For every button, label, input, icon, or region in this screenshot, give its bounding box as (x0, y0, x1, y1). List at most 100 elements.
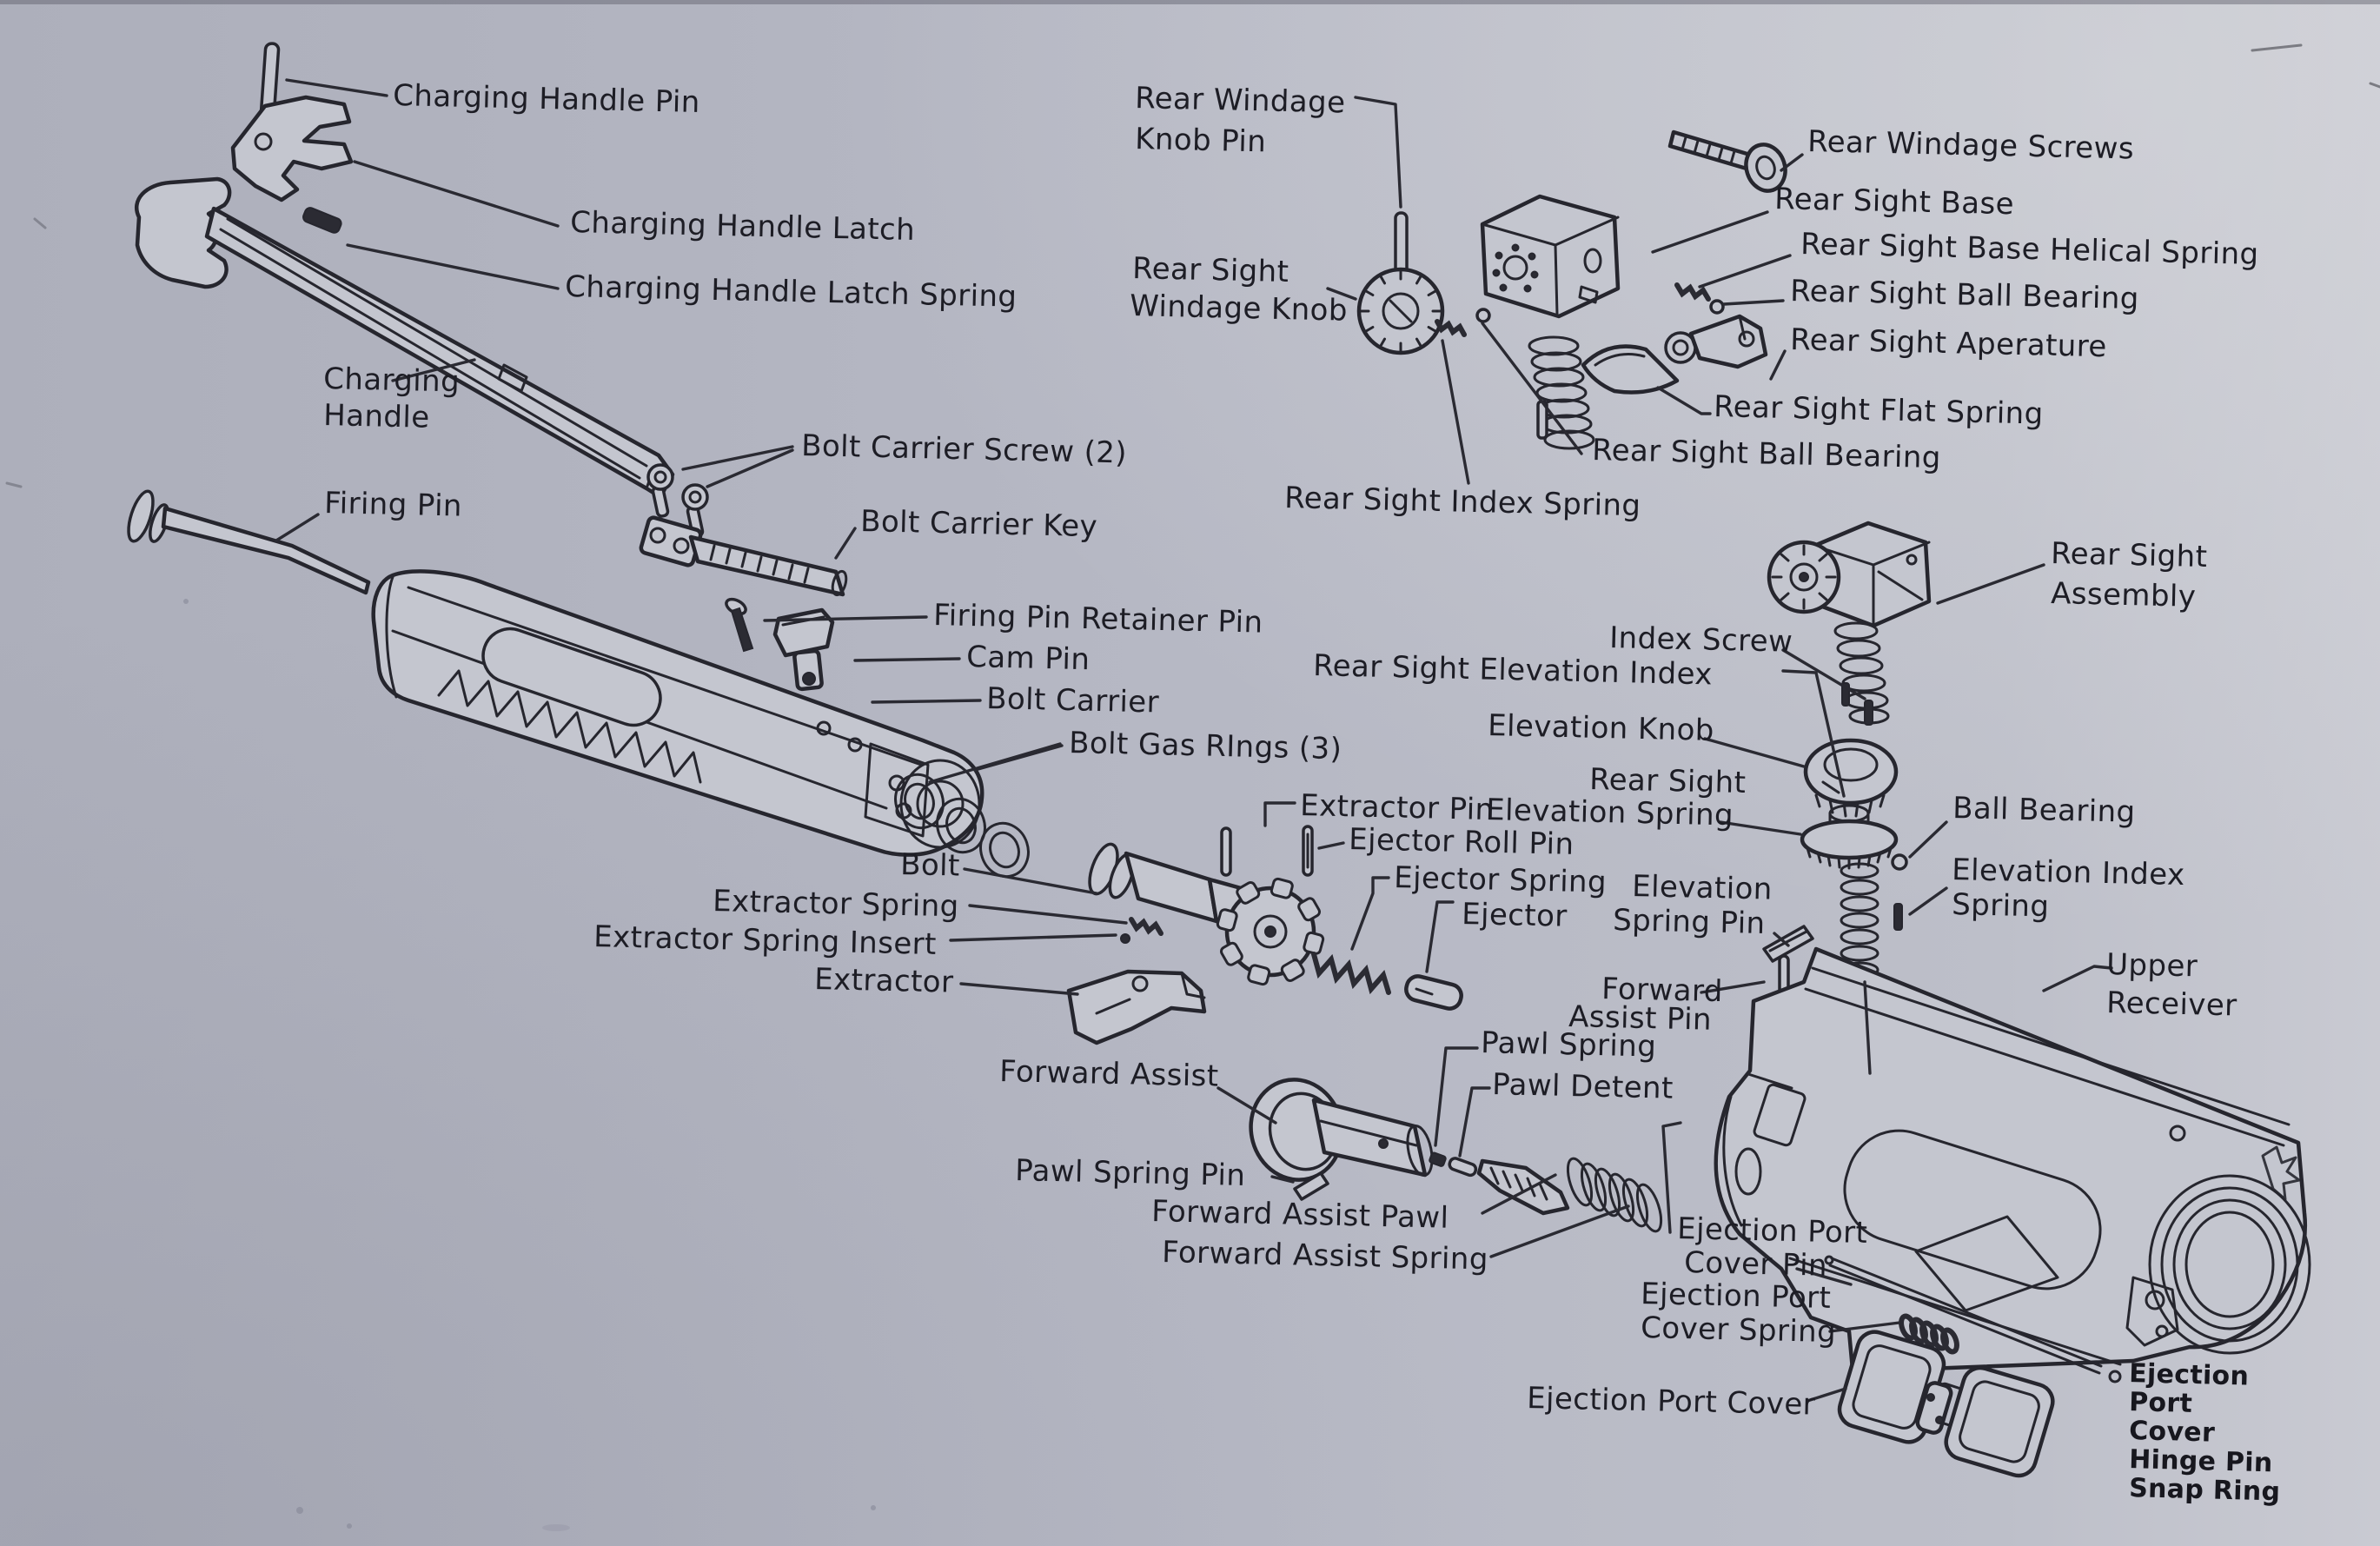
label-forward-assist-pin-1: Forward (1601, 972, 1723, 1009)
receiver-thread-collar-drawing (2148, 1174, 2311, 1355)
label-upper-receiver-1: Upper (2106, 947, 2198, 984)
label-rear-sight-flat-spring: Rear Sight Flat Spring (1714, 389, 2044, 432)
label-forward-assist: Forward Assist (999, 1054, 1219, 1094)
firing-pin-drawing (127, 489, 371, 595)
label-ejection-port-cover-spring-2: Cover Spring (1641, 1310, 1837, 1350)
pawl-detent-drawing (1448, 1157, 1478, 1178)
label-rear-sight-index-spring: Rear Sight Index Spring (1284, 481, 1641, 523)
label-elevation-index-spring-2: Spring (1952, 887, 2050, 925)
label-rear-windage-knob-pin-2: Knob Pin (1135, 122, 1267, 159)
label-elevation-spring-pin-1: Elevation (1632, 869, 1773, 907)
label-elevation-spring-pin-2: Spring Pin (1613, 903, 1766, 941)
labels: Charging Handle Pin Charging Handle Latc… (323, 78, 2281, 1508)
rear-sight-base-drawing (1480, 194, 1621, 450)
label-ep-cover-hinge-pin-snap-ring-5: Snap Ring (2129, 1473, 2281, 1508)
rear-sight-ball-bearing-upper-drawing (1709, 299, 1725, 315)
label-extractor-spring-insert: Extractor Spring Insert (593, 919, 937, 962)
label-charging-handle-pin: Charging Handle Pin (393, 78, 700, 120)
paper-specks (5, 43, 2380, 1531)
elevation-knob-drawing (1803, 738, 1899, 818)
bolt-carrier-drawing (371, 569, 984, 857)
extractor-pin-drawing (1220, 826, 1232, 877)
label-bolt-carrier-screw: Bolt Carrier Screw (2) (801, 428, 1128, 470)
rear-sight-aperature-drawing (1664, 314, 1768, 369)
label-extractor-spring: Extractor Spring (713, 884, 959, 924)
charging-handle-latch-spring-drawing (302, 207, 342, 234)
label-ejector-spring: Ejector Spring (1394, 860, 1608, 900)
label-rear-sight-elevation-spring-1: Rear Sight (1589, 762, 1747, 800)
forward-assist-drawing (1249, 1078, 1434, 1182)
label-rear-windage-knob-pin-1: Rear Windage (1135, 81, 1346, 120)
label-ep-cover-hinge-pin-snap-ring-2: Port (2129, 1387, 2193, 1419)
label-ejector: Ejector (1462, 897, 1568, 934)
label-rear-sight-elevation-spring-2: Elevation Spring (1486, 793, 1734, 833)
label-rear-sight-windage-knob-2: Windage Knob (1130, 289, 1348, 328)
ejector-spring-drawing (1311, 952, 1391, 995)
label-rear-sight-base: Rear Sight Base (1774, 182, 2015, 222)
bolt-carrier-key-drawing (639, 515, 848, 597)
label-ejector-roll-pin: Ejector Roll Pin (1349, 822, 1575, 862)
label-forward-assist-pin-2: Assist Pin (1568, 999, 1713, 1038)
rear-sight-ball-bearing-lower-drawing (1475, 308, 1491, 323)
pawl-spring-drawing (1429, 1151, 1447, 1167)
label-firing-pin-retainer-pin: Firing Pin Retainer Pin (933, 598, 1263, 640)
rear-sight-base-spring-drawing (1528, 335, 1595, 450)
ejector-drawing (1404, 974, 1463, 1011)
label-rear-sight-aperature: Rear Sight Aperature (1790, 322, 2107, 364)
leader-lines (275, 78, 2113, 1403)
rear-windage-screw-drawing (1667, 129, 1787, 193)
label-ball-bearing: Ball Bearing (1952, 791, 2136, 830)
rear-sight-index-spring-drawing (1435, 319, 1467, 337)
elevation-index-spring-drawing (1893, 903, 1903, 931)
label-pawl-detent: Pawl Detent (1492, 1067, 1674, 1106)
label-extractor: Extractor (814, 962, 954, 1000)
label-ep-cover-hinge-pin-snap-ring-3: Cover (2129, 1416, 2216, 1449)
label-extractor-pin: Extractor Pin (1300, 788, 1495, 827)
label-index-screw: Index Screw (1609, 620, 1793, 660)
label-ejection-port-cover-spring-1: Ejection Port (1641, 1277, 1832, 1316)
label-ejection-port-cover: Ejection Port Cover (1527, 1381, 1816, 1423)
bolt-gas-rings-drawing (894, 773, 1030, 879)
label-bolt-gas-rings: Bolt Gas RIngs (3) (1069, 726, 1342, 766)
label-ep-cover-hinge-pin-snap-ring-4: Hinge Pin (2129, 1444, 2273, 1478)
label-ejection-port-cover-pin-2: Cover Pin (1684, 1245, 1828, 1284)
label-rear-sight-assembly-2: Assembly (2051, 576, 2197, 614)
label-charging-handle-latch: Charging Handle Latch (570, 205, 916, 248)
rear-sight-elevation-spring-drawing (1800, 804, 1899, 870)
extractor-drawing (1066, 969, 1207, 1045)
label-rear-windage-screws: Rear Windage Screws (1807, 124, 2135, 167)
label-elevation-knob: Elevation Knob (1488, 708, 1714, 748)
index-screw-drawing (1864, 700, 1873, 726)
rear-sight-base-helical-spring-drawing (1674, 282, 1711, 302)
parts-artwork (127, 42, 2311, 1478)
label-ep-cover-hinge-pin-snap-ring-1: Ejection (2129, 1358, 2250, 1392)
bolt-drawing (1088, 842, 1325, 986)
rear-sight-windage-knob-drawing (1356, 267, 1445, 355)
label-elevation-index-spring-1: Elevation Index (1952, 853, 2185, 892)
label-rear-sight-ball-bearing-upper: Rear Sight Ball Bearing (1790, 274, 2139, 316)
forward-assist-pawl-drawing (1476, 1158, 1570, 1216)
label-bolt: Bolt (900, 847, 960, 884)
label-upper-receiver-2: Receiver (2106, 985, 2237, 1023)
label-cam-pin: Cam Pin (966, 640, 1091, 677)
label-forward-assist-pawl: Forward Assist Pawl (1151, 1194, 1449, 1236)
label-rear-sight-ball-bearing-lower: Rear Sight Ball Bearing (1592, 433, 1941, 475)
pawl-spring-pin-drawing (1293, 1171, 1329, 1201)
ejection-port-cover-pin-drawing (1824, 1255, 2103, 1375)
label-pawl-spring: Pawl Spring (1481, 1025, 1657, 1065)
ejector-roll-pin-drawing (1302, 825, 1314, 877)
ejection-port-cover-drawing (1837, 1330, 2055, 1478)
label-bolt-carrier-key: Bolt Carrier Key (860, 504, 1098, 544)
upper-receiver-drawing (1714, 946, 2311, 1434)
label-ejection-port-cover-pin-1: Ejection Port (1677, 1211, 1868, 1251)
ball-bearing-drawing (1891, 853, 1908, 871)
firing-pin-retainer-pin-drawing (725, 597, 754, 653)
label-rear-sight-windage-knob-1: Rear Sight (1132, 251, 1289, 289)
bolt-carrier-screws-drawing (646, 463, 709, 538)
label-bolt-carrier: Bolt Carrier (986, 681, 1160, 720)
rear-windage-knob-pin-drawing (1394, 211, 1409, 275)
extractor-spring-insert-drawing (1120, 917, 1163, 944)
label-rear-sight-assembly-1: Rear Sight (2051, 536, 2208, 574)
